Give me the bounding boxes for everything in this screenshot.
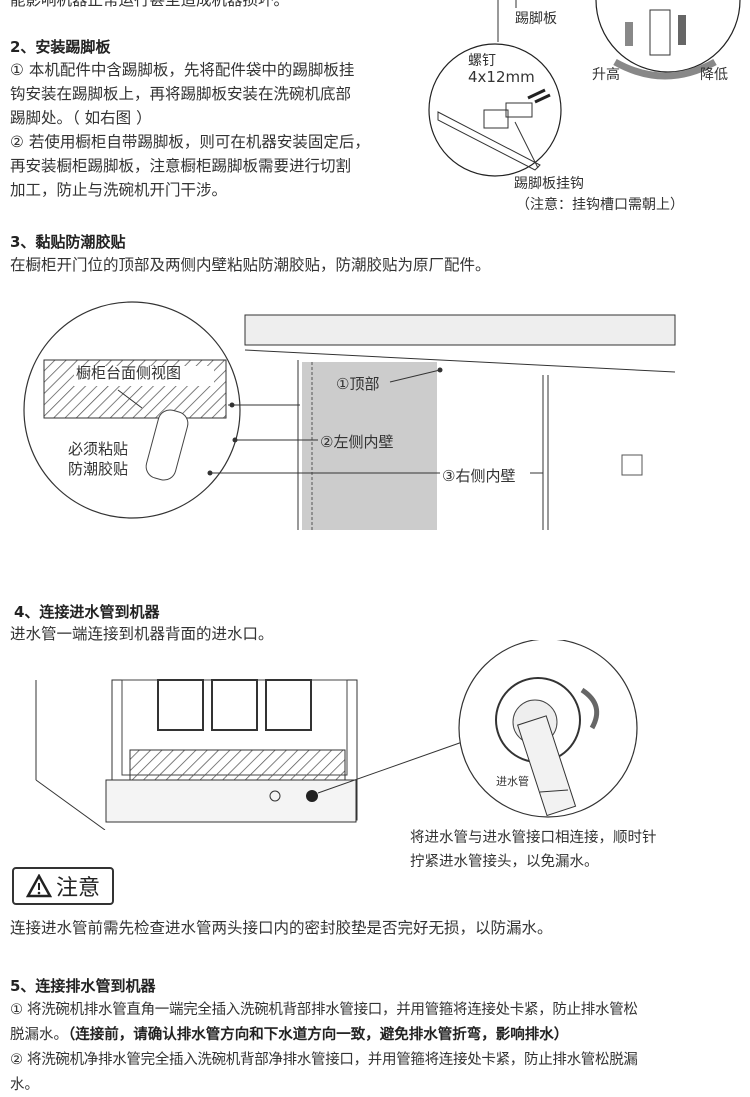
section3-title: 3、黏贴防潮胶贴 xyxy=(10,233,126,251)
section4-title: 4、连接进水管到机器 xyxy=(14,603,160,621)
section4-text: 进水管一端连接到机器背面的进水口。 xyxy=(10,625,274,643)
left-wall-label: ②左侧内壁 xyxy=(320,433,394,451)
hook-note: （注意：挂钩槽口需朝上） xyxy=(516,197,684,213)
moisture-tape-diagram xyxy=(23,301,676,530)
top-label: ①顶部 xyxy=(336,375,380,393)
screw-label: 螺钉 xyxy=(468,53,496,69)
section2-line: 加工，防止与洗碗机开门干涉。 xyxy=(10,181,228,199)
section5-line: ① 将洗碗机排水管直角一端完全插入洗碗机背部排水管接口，并用管箍将连接处卡紧，防… xyxy=(10,1002,638,1018)
section5-line: 脱漏水。（连接前，请确认排水管方向和下水道方向一致，避免排水管折弯，影响排水） xyxy=(10,1023,568,1047)
section2-line: ② 若使用橱柜自带踢脚板，则可在机器安装固定后， xyxy=(10,133,370,151)
top-cut-text: 能影响机器正常运行甚至造成机器损坏。 xyxy=(10,0,290,9)
section5-line: 水。 xyxy=(10,1077,39,1093)
warning-triangle-icon xyxy=(25,874,52,898)
counter-view-label: 橱柜台面侧视图 xyxy=(76,364,182,382)
section2-line: 再安装橱柜踢脚板，注意橱柜踢脚板需要进行切割 xyxy=(10,157,352,175)
water-inlet-diagram xyxy=(35,640,638,830)
kickboard-label: 踢脚板 xyxy=(515,11,557,27)
section2-title: 2、安装踢脚板 xyxy=(10,38,111,56)
section2-line: 钩安装在踢脚板上，再将踢脚板安装在洗碗机底部 xyxy=(10,85,352,103)
inlet-caption-1: 将进水管与进水管接口相连接，顺时针 xyxy=(410,830,657,846)
section5-line: ② 将洗碗机净排水管完全插入洗碗机背部净排水管接口，并用管箍将连接处卡紧，防止排… xyxy=(10,1052,638,1068)
caution-label: 注意 xyxy=(55,876,100,901)
section5-title: 5、连接排水管到机器 xyxy=(10,977,156,995)
lower-label: 降低 xyxy=(700,67,728,83)
inlet-caption-2: 拧紧进水管接头，以免漏水。 xyxy=(410,854,599,870)
section5-line2a: 脱漏水。 xyxy=(10,1027,68,1043)
section3-text: 在橱柜开门位的顶部及两侧内壁粘贴防潮胶贴，防潮胶贴为原厂配件。 xyxy=(10,256,491,274)
must-stick-label-2: 防潮胶贴 xyxy=(68,460,129,478)
caution-badge: 注意 xyxy=(12,867,114,905)
kickboard-diagram xyxy=(428,0,741,177)
hook-label: 踢脚板挂钩 xyxy=(514,176,584,192)
inlet-hose-label: 进水管 xyxy=(496,775,529,788)
screw-size-label: 4x12mm xyxy=(468,68,535,86)
section2-line: ① 本机配件中含踢脚板，先将配件袋中的踢脚板挂 xyxy=(10,61,355,79)
section2-line: 踢脚处。（ 如右图 ） xyxy=(10,109,152,127)
raise-label: 升高 xyxy=(592,67,620,83)
caution-text: 连接进水管前需先检查进水管两头接口内的密封胶垫是否完好无损，以防漏水。 xyxy=(10,919,553,937)
must-stick-label: 必须粘贴 xyxy=(68,440,129,458)
right-wall-label: ③右侧内壁 xyxy=(442,467,516,485)
section5-warning: （连接前，请确认排水管方向和下水道方向一致，避免排水管折弯，影响排水） xyxy=(68,1027,569,1043)
